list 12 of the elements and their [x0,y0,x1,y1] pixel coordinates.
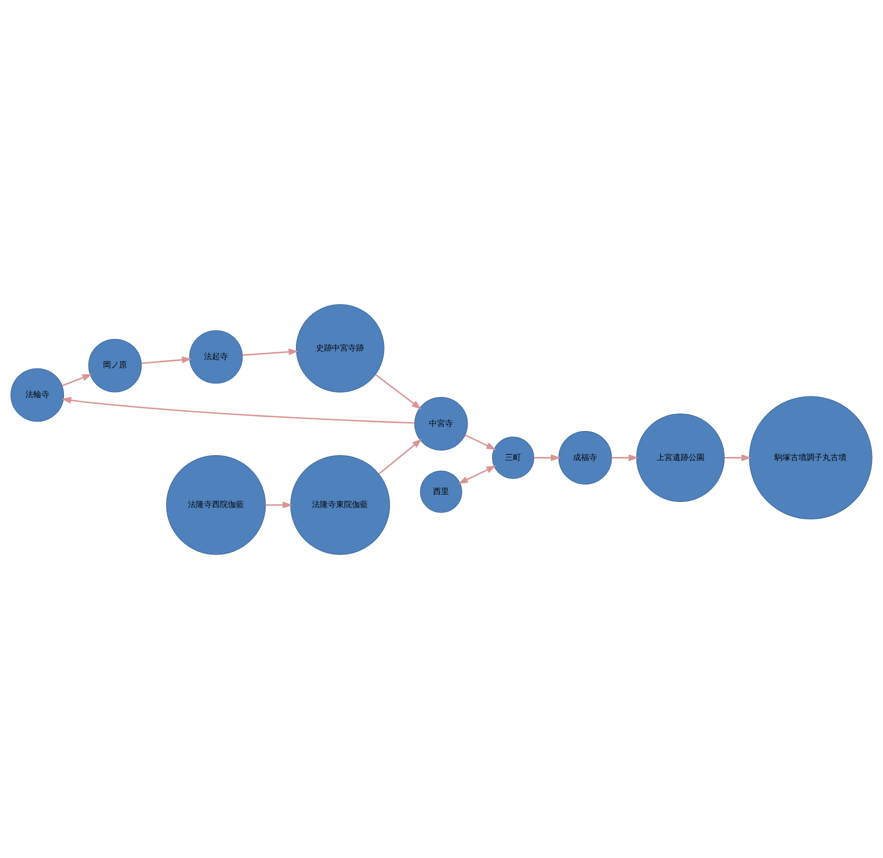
arrow [612,454,638,461]
arrow [62,374,92,386]
arrow [242,348,298,356]
arrow [142,356,192,364]
arrow [375,374,422,409]
arrow [266,501,292,508]
arrow [724,454,752,461]
arrow [458,465,496,484]
arrow [61,396,415,424]
arrow [534,454,561,461]
arrow [464,434,496,450]
arrow [378,438,422,474]
